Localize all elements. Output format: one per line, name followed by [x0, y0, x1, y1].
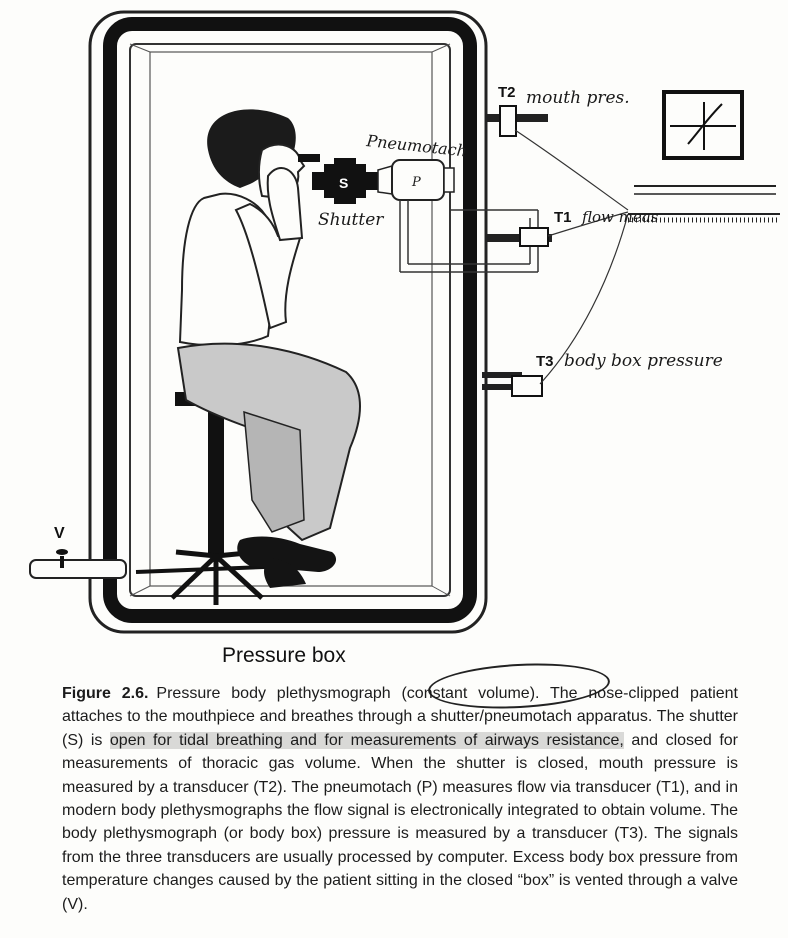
- t3-label: T3: [536, 353, 554, 370]
- t3-annotation: body box pressure: [564, 351, 723, 371]
- caption-text-part1: Pressure body plethysmograph (constant v…: [62, 685, 739, 749]
- caption-text-part2: and closed for measurements of thoracic …: [62, 731, 738, 913]
- valve-label: V: [54, 525, 65, 542]
- caption-highlighted-text: open for tidal breathing and for measure…: [109, 731, 624, 749]
- figure-label: Figure 2.6.: [62, 685, 149, 702]
- transducers: [482, 105, 552, 397]
- figure-caption: Figure 2.6.Pressure body plethysmograph …: [62, 682, 738, 916]
- pneumotach-letter: P: [411, 175, 421, 190]
- monitor: [628, 90, 780, 223]
- plethysmograph-diagram: S P V Shutter Pneumotach T2 mouth pres. …: [29, 10, 780, 634]
- shutter-annotation: Shutter: [318, 210, 384, 230]
- t2-annotation: mouth pres.: [526, 88, 630, 108]
- vent-valve: [29, 549, 127, 579]
- diagram-title: Pressure box: [222, 644, 346, 667]
- pneumotach-annotation: Pneumotach: [365, 131, 468, 161]
- patient-figure: [176, 109, 361, 588]
- signal-wires: [514, 129, 629, 385]
- t1-annotation: flow meas: [581, 208, 659, 226]
- pressure-box: [88, 10, 488, 634]
- shutter-letter: S: [339, 175, 348, 191]
- t1-label: T1: [554, 209, 572, 226]
- shutter-pneumotach-apparatus: [298, 154, 539, 273]
- t2-label: T2: [498, 84, 516, 101]
